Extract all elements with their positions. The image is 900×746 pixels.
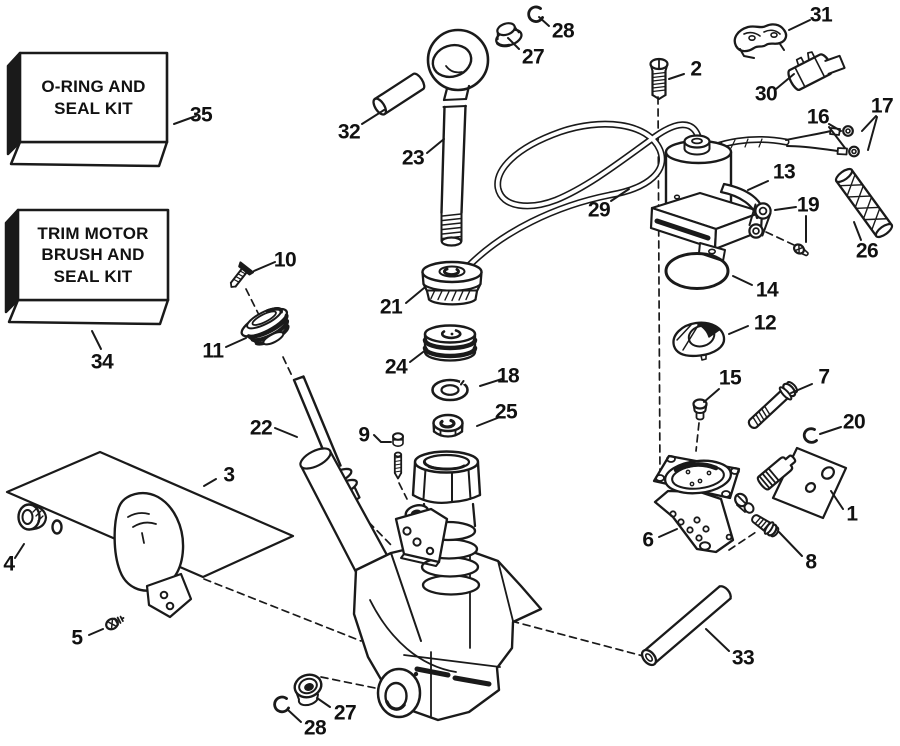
- callout-pump-screw: 8: [805, 550, 817, 574]
- callout-motor-cable: 29: [587, 198, 611, 222]
- part-2-motor-screw: [649, 57, 669, 100]
- callout-ground-link: 19: [796, 193, 820, 217]
- callout-washer: 18: [496, 364, 520, 388]
- callout-cover-screw: 5: [71, 626, 83, 650]
- part-23-tilt-rod: [426, 28, 490, 247]
- callout-manifold-bolt: 7: [818, 365, 830, 389]
- part-4-bushing: [17, 503, 63, 535]
- part-14-o-ring: [664, 252, 730, 290]
- part-26-insulator-sleeve: [834, 167, 894, 239]
- callout-valve-assembly: 1: [846, 502, 858, 526]
- assembly-axis-lines: [203, 96, 795, 690]
- part-18-washer: [431, 377, 471, 402]
- callout-thrust-cap-upper: 27: [521, 45, 545, 69]
- callout-filter: 12: [753, 311, 777, 335]
- kit-box-34: [4, 208, 170, 326]
- callout-wire-terminal-inner: 16: [806, 105, 830, 129]
- callout-trim-motor: 13: [772, 160, 796, 184]
- part-32-pivot-pin: [372, 72, 426, 116]
- callout-bleed-valve: 9: [358, 423, 370, 447]
- callout-seal-screw: 10: [273, 248, 297, 272]
- callout-o-ring: 14: [755, 278, 779, 302]
- callout-trim-motor-kit: 34: [90, 350, 114, 374]
- part-12-filter: [672, 321, 726, 361]
- cylinder-housing: [299, 447, 543, 722]
- callout-retaining-ring-lower: 28: [303, 716, 327, 740]
- callout-cylinder-end-cap: 21: [379, 295, 403, 319]
- part-16-17-terminals: [829, 125, 860, 158]
- callout-o-ring-kit: 35: [189, 103, 213, 127]
- callout-nut: 25: [494, 400, 518, 424]
- callout-pivot-pin: 32: [337, 120, 361, 144]
- callout-retaining-clip: 20: [842, 410, 866, 434]
- callout-wire-terminal-outer: 17: [870, 94, 894, 118]
- part-11-rod-seal-housing: [240, 307, 290, 346]
- part-1-valve-assembly: [756, 446, 848, 520]
- part-27-thrust-cap-lower: [293, 673, 323, 707]
- part-29-motor-cable: [456, 120, 704, 279]
- part-5-screw: [105, 615, 125, 631]
- callout-tilt-rod: 23: [401, 146, 425, 170]
- callout-plug: 15: [718, 366, 742, 390]
- part-25-nut: [432, 413, 464, 438]
- part-3-cover-plate: [5, 450, 295, 619]
- part-30-connector: [787, 51, 846, 91]
- part-27-thrust-cap-upper: [495, 22, 523, 48]
- part-31-cable-clamp: [733, 23, 788, 59]
- part-9-bleed-valve: [392, 432, 404, 480]
- callout-pump-bracket: 6: [642, 528, 654, 552]
- part-28-retaining-ring-lower: [273, 695, 290, 714]
- callout-retaining-ring-upper: 28: [551, 19, 575, 43]
- callout-bushing: 4: [3, 552, 15, 576]
- part-33-lower-pivot-pin: [640, 585, 732, 667]
- part-28-retaining-ring-upper: [527, 5, 544, 23]
- callout-cable-clamp: 31: [809, 3, 833, 27]
- callout-lower-pivot-pin: 33: [731, 646, 755, 670]
- part-20-retaining-clip: [802, 427, 818, 444]
- part-6-pump-bracket: [652, 454, 755, 554]
- kit-box-label-oring-seal: O-RING AND SEAL KIT: [41, 77, 146, 118]
- leader-lines: [14, 16, 878, 723]
- part-19-ground-link: [748, 202, 809, 257]
- part-7-bolt: [747, 381, 799, 430]
- callout-trim-rod: 22: [249, 416, 273, 440]
- callout-thrust-cap-lower: 27: [333, 701, 357, 725]
- part-24-piston: [422, 324, 478, 362]
- callout-piston: 24: [384, 355, 408, 379]
- kit-box-label-trim-motor-brush-seal: TRIM MOTOR BRUSH AND SEAL KIT: [37, 224, 149, 286]
- kit-box-35: [6, 51, 169, 168]
- callout-connector: 30: [754, 82, 778, 106]
- callout-insulator-sleeve: 26: [855, 239, 879, 263]
- callout-reservoir-cover-plate: 3: [223, 463, 235, 487]
- part-21-cylinder-end-cap: [421, 260, 483, 306]
- callout-motor-screw: 2: [690, 57, 702, 81]
- part-10-seal-screw: [229, 261, 255, 288]
- part-13-trim-motor: [649, 134, 766, 262]
- callout-rod-seal-housing: 11: [202, 339, 224, 363]
- part-8-screw: [751, 514, 780, 538]
